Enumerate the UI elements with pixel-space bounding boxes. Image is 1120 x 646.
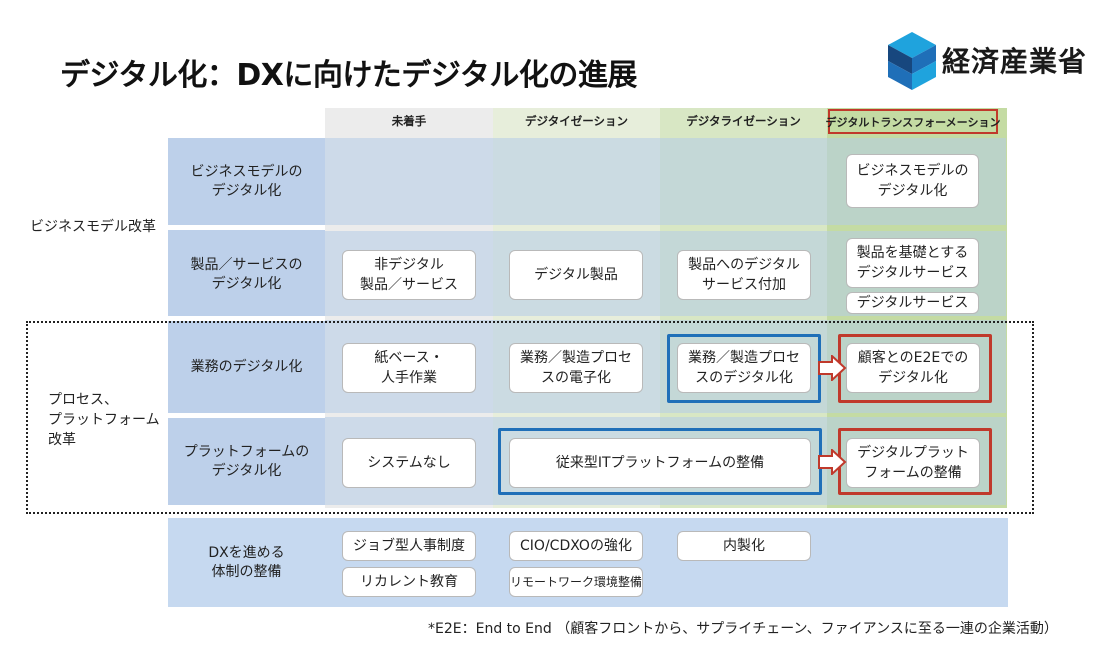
- group-label-business-model: ビジネスモデル改革: [30, 219, 156, 235]
- cell-dx-insourcing: 内製化: [677, 531, 811, 561]
- cell-dx-job-based-hr: ジョブ型人事制度: [342, 531, 476, 561]
- cell-platform-legacy-it: 従来型ITプラットフォームの整備: [509, 438, 811, 488]
- cell-product-none: 非デジタル 製品／サービス: [342, 250, 476, 300]
- cell-product-dx-service: デジタルサービス: [846, 292, 979, 314]
- cell-operations-none: 紙ベース・ 人手作業: [342, 343, 476, 393]
- cell-platform-none: システムなし: [342, 438, 476, 488]
- cell-dx-remote-work: リモートワーク環境整備: [509, 567, 643, 597]
- cell-operations-dx: 顧客とのE2Eでの デジタル化: [846, 343, 980, 393]
- cell-product-dx: 製品を基礎とする デジタルサービス: [846, 238, 979, 288]
- cell-business-model-dx: ビジネスモデルの デジタル化: [846, 154, 979, 208]
- cell-product-digitization: デジタル製品: [509, 250, 643, 300]
- arrow-right-icon: [818, 355, 847, 381]
- column-header-digitalization: デジタライゼーション: [660, 108, 827, 134]
- cell-platform-dx: デジタルプラット フォームの整備: [846, 438, 980, 488]
- process-platform-group-frame: [26, 321, 1034, 514]
- page-title: デジタル化：DXに向けたデジタル化の進展: [60, 58, 637, 93]
- row-label-product: 製品／サービスの デジタル化: [190, 257, 303, 292]
- row-label-platform: プラットフォームの デジタル化: [183, 444, 310, 479]
- row-divider: [168, 225, 325, 230]
- row-label-operations: 業務のデジタル化: [190, 358, 303, 375]
- group-label-process-platform: プロセス、 プラットフォーム 改革: [48, 392, 160, 448]
- cell-dx-cio-cdxo: CIO/CDXOの強化: [509, 531, 643, 561]
- footnote: *E2E：End to End （顧客フロントから、サプライチェーン、ファイアン…: [428, 621, 1058, 637]
- column-header-none: 未着手: [325, 108, 493, 134]
- meti-logo-icon: [888, 32, 936, 90]
- cell-product-digitalization: 製品へのデジタル サービス付加: [677, 250, 811, 300]
- row-label-business-model: ビジネスモデルの デジタル化: [190, 164, 303, 199]
- column-header-dx: デジタルトランスフォーメーション: [826, 109, 1000, 134]
- meti-logo: 経済産業省: [884, 30, 1099, 92]
- cell-operations-digitization: 業務／製造プロセ スの電子化: [509, 343, 643, 393]
- arrow-right-icon: [818, 449, 847, 475]
- logo-text: 経済産業省: [942, 45, 1088, 78]
- row-divider: [168, 413, 325, 418]
- row-divider: [168, 316, 325, 321]
- row-label-dx-system: DXを進める 体制の整備: [208, 545, 285, 580]
- cell-dx-recurrent-education: リカレント教育: [342, 567, 476, 597]
- column-header-digitization: デジタイゼーション: [493, 108, 660, 134]
- cell-operations-digitalization: 業務／製造プロセ スのデジタル化: [677, 343, 811, 393]
